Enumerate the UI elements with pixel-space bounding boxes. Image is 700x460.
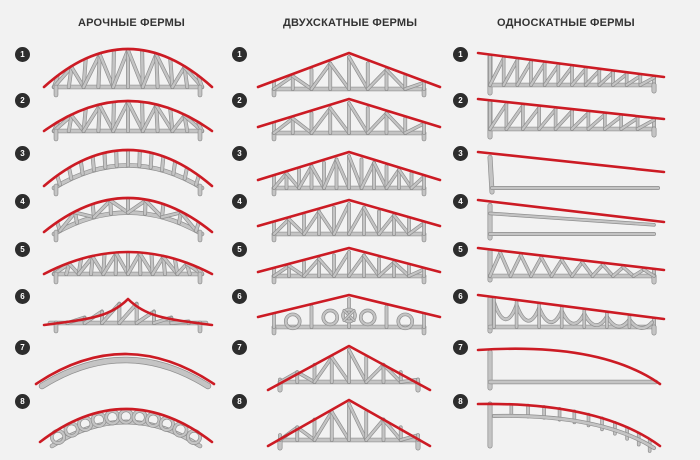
shed-top-chord-1 (476, 51, 666, 79)
badge-arch-6: 6 (15, 289, 30, 304)
shed-truss-5 (487, 248, 657, 285)
badge-shed-3: 3 (453, 146, 468, 161)
arch-top-chord-6 (42, 297, 214, 327)
gable-top-chord-1 (256, 51, 442, 89)
column-title-shed-trusses: ОДНОСКАТНЫЕ ФЕРМЫ (497, 17, 635, 29)
arch-top-chord-7 (34, 352, 216, 386)
badge-gable-7: 7 (232, 340, 247, 355)
arch-truss-7 (38, 356, 212, 390)
top-chords (34, 47, 666, 448)
arch-truss-2 (51, 100, 205, 142)
badge-gable-2: 2 (232, 93, 247, 108)
arch-top-chord-5 (42, 250, 214, 276)
gable-truss-2 (271, 101, 427, 142)
shed-top-chord-2 (476, 97, 666, 121)
gable-truss-1 (271, 55, 427, 98)
badge-arch-5: 5 (15, 242, 30, 257)
badge-arch-2: 2 (15, 93, 30, 108)
arch-top-chord-2 (42, 99, 214, 133)
badge-shed-4: 4 (453, 194, 468, 209)
arch-truss-3 (51, 149, 205, 197)
badge-gable-1: 1 (232, 47, 247, 62)
gable-top-chord-7 (266, 344, 432, 392)
arch-top-chord-1 (42, 47, 214, 89)
arch-top-chord-4 (42, 196, 214, 234)
shed-truss-6 (487, 296, 657, 336)
badge-gable-3: 3 (232, 146, 247, 161)
arch-truss-6 (47, 301, 209, 334)
badge-gable-6: 6 (232, 289, 247, 304)
gable-top-chord-6 (256, 293, 442, 319)
badge-shed-6: 6 (453, 289, 468, 304)
badge-shed-7: 7 (453, 340, 468, 355)
gable-top-chord-2 (256, 97, 442, 129)
arch-truss-4 (51, 197, 205, 243)
truss-members (38, 48, 660, 453)
gable-top-chord-3 (256, 150, 442, 182)
gable-truss-5 (271, 250, 427, 285)
badge-arch-3: 3 (15, 146, 30, 161)
column-title-arch-trusses: АРОЧНЫЕ ФЕРМЫ (78, 17, 185, 29)
arch-truss-5 (51, 251, 205, 285)
shed-truss-8 (487, 401, 656, 453)
shed-truss-1 (487, 54, 657, 96)
badge-arch-8: 8 (15, 394, 30, 409)
shed-top-chord-8 (476, 402, 662, 448)
badge-gable-8: 8 (232, 394, 247, 409)
badge-arch-1: 1 (15, 47, 30, 62)
badge-shed-5: 5 (453, 242, 468, 257)
badge-gable-5: 5 (232, 242, 247, 257)
arch-top-chord-3 (42, 148, 214, 188)
column-title-gable-trusses: ДВУХСКАТНЫЕ ФЕРМЫ (283, 17, 418, 29)
shed-truss-4 (487, 202, 656, 241)
badge-shed-2: 2 (453, 93, 468, 108)
shed-top-chord-6 (476, 293, 666, 321)
gable-truss-4 (271, 202, 427, 243)
shed-truss-2 (487, 99, 657, 140)
gable-top-chord-4 (256, 198, 442, 228)
shed-truss-3 (487, 154, 660, 195)
badge-gable-4: 4 (232, 194, 247, 209)
badge-arch-4: 4 (15, 194, 30, 209)
gable-top-chord-8 (266, 398, 432, 448)
badge-shed-1: 1 (453, 47, 468, 62)
arch-top-chord-8 (38, 407, 214, 444)
gable-truss-6 (271, 297, 427, 336)
shed-top-chord-3 (476, 150, 666, 174)
badge-shed-8: 8 (453, 394, 468, 409)
arch-truss-1 (51, 48, 205, 98)
badge-arch-7: 7 (15, 340, 30, 355)
shed-top-chord-5 (476, 246, 666, 272)
gable-top-chord-5 (256, 246, 442, 274)
gable-truss-8 (277, 402, 421, 451)
gable-truss-7 (277, 348, 421, 393)
gable-truss-3 (271, 154, 427, 197)
shed-top-chord-4 (476, 198, 666, 224)
shed-top-chord-7 (476, 347, 662, 386)
shed-truss-7 (487, 349, 659, 391)
arch-truss-8 (49, 408, 203, 449)
